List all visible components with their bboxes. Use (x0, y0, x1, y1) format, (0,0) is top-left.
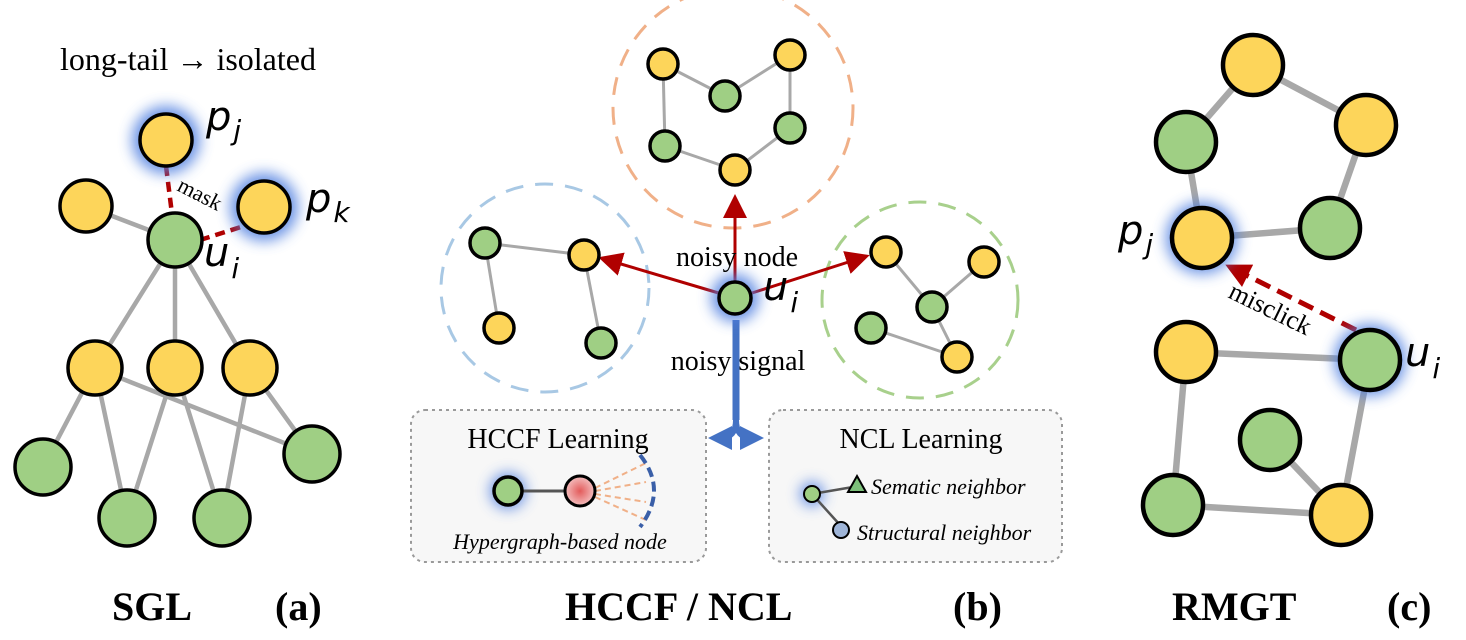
hccf-title: HCCF Learning (467, 424, 648, 455)
hypergraph-node (563, 474, 597, 508)
masked-edge-pk (199, 223, 245, 243)
node-item-1 (66, 339, 124, 397)
node-item-3 (221, 339, 279, 397)
node-user-3 (192, 488, 252, 548)
cluster-left (439, 182, 651, 394)
tag-c: (c) (1387, 584, 1431, 629)
cluster-right (820, 200, 1020, 400)
node-ui-center (717, 280, 753, 316)
ncl-title: NCL Learning (839, 424, 1002, 455)
semantic-neighbor-icon (846, 473, 868, 493)
noise-arrow-left (598, 252, 723, 296)
panel-c: misclick pj ui RMGT (c) (1117, 32, 1440, 629)
ncl-structural-label: Structural neighbor (857, 520, 1032, 545)
node-ui (146, 211, 204, 269)
hccf-caption: Hypergraph-based node (452, 529, 667, 554)
node-pj-c (1169, 205, 1235, 271)
hccf-box: HCCF Learning Hypergraph-based node (410, 409, 707, 563)
node-pk (236, 179, 292, 235)
label-ui: ui (204, 230, 239, 285)
method-sgl: SGL (112, 584, 192, 629)
ncl-semantic-label: Sematic neighbor (871, 474, 1026, 499)
ncl-box: NCL Learning Sematic neighbor Structural… (768, 409, 1063, 563)
node-user-2 (97, 488, 157, 548)
node-left-item (58, 178, 114, 234)
node-item-2 (146, 339, 204, 397)
node-user-1 (13, 437, 73, 497)
label-ui-c: ui (1405, 330, 1440, 385)
noisy-node-label: noisy node (676, 242, 798, 273)
noisy-signal-arrow (708, 320, 764, 450)
noise-arrow-right (751, 251, 870, 295)
method-hccf-ncl: HCCF / NCL (565, 584, 792, 629)
node-user-4 (282, 424, 342, 484)
hccf-user-node (492, 475, 524, 507)
label-pj-c: pj (1117, 208, 1153, 261)
method-rmgt: RMGT (1172, 584, 1297, 629)
label-ui-center: ui (763, 264, 798, 319)
node-ui-c (1337, 327, 1403, 393)
ncl-user-node (803, 485, 821, 503)
tag-a: (a) (275, 584, 322, 629)
masked-edge-pj (163, 165, 175, 215)
label-pk: pk (305, 176, 351, 229)
label-pj: pj (205, 94, 241, 147)
node-pj (138, 112, 194, 168)
panel-b: noisy node ui noisy signal HCCF Learning… (410, 0, 1063, 629)
panel-a: long-tail → isolated mask (13, 41, 351, 629)
tag-b: (b) (953, 584, 1002, 629)
structural-neighbor-icon (832, 521, 850, 539)
cluster-top (611, 0, 855, 230)
mask-label: mask (174, 172, 227, 215)
panel-a-header: long-tail → isolated (60, 41, 316, 77)
noisy-signal-label: noisy signal (671, 346, 806, 377)
